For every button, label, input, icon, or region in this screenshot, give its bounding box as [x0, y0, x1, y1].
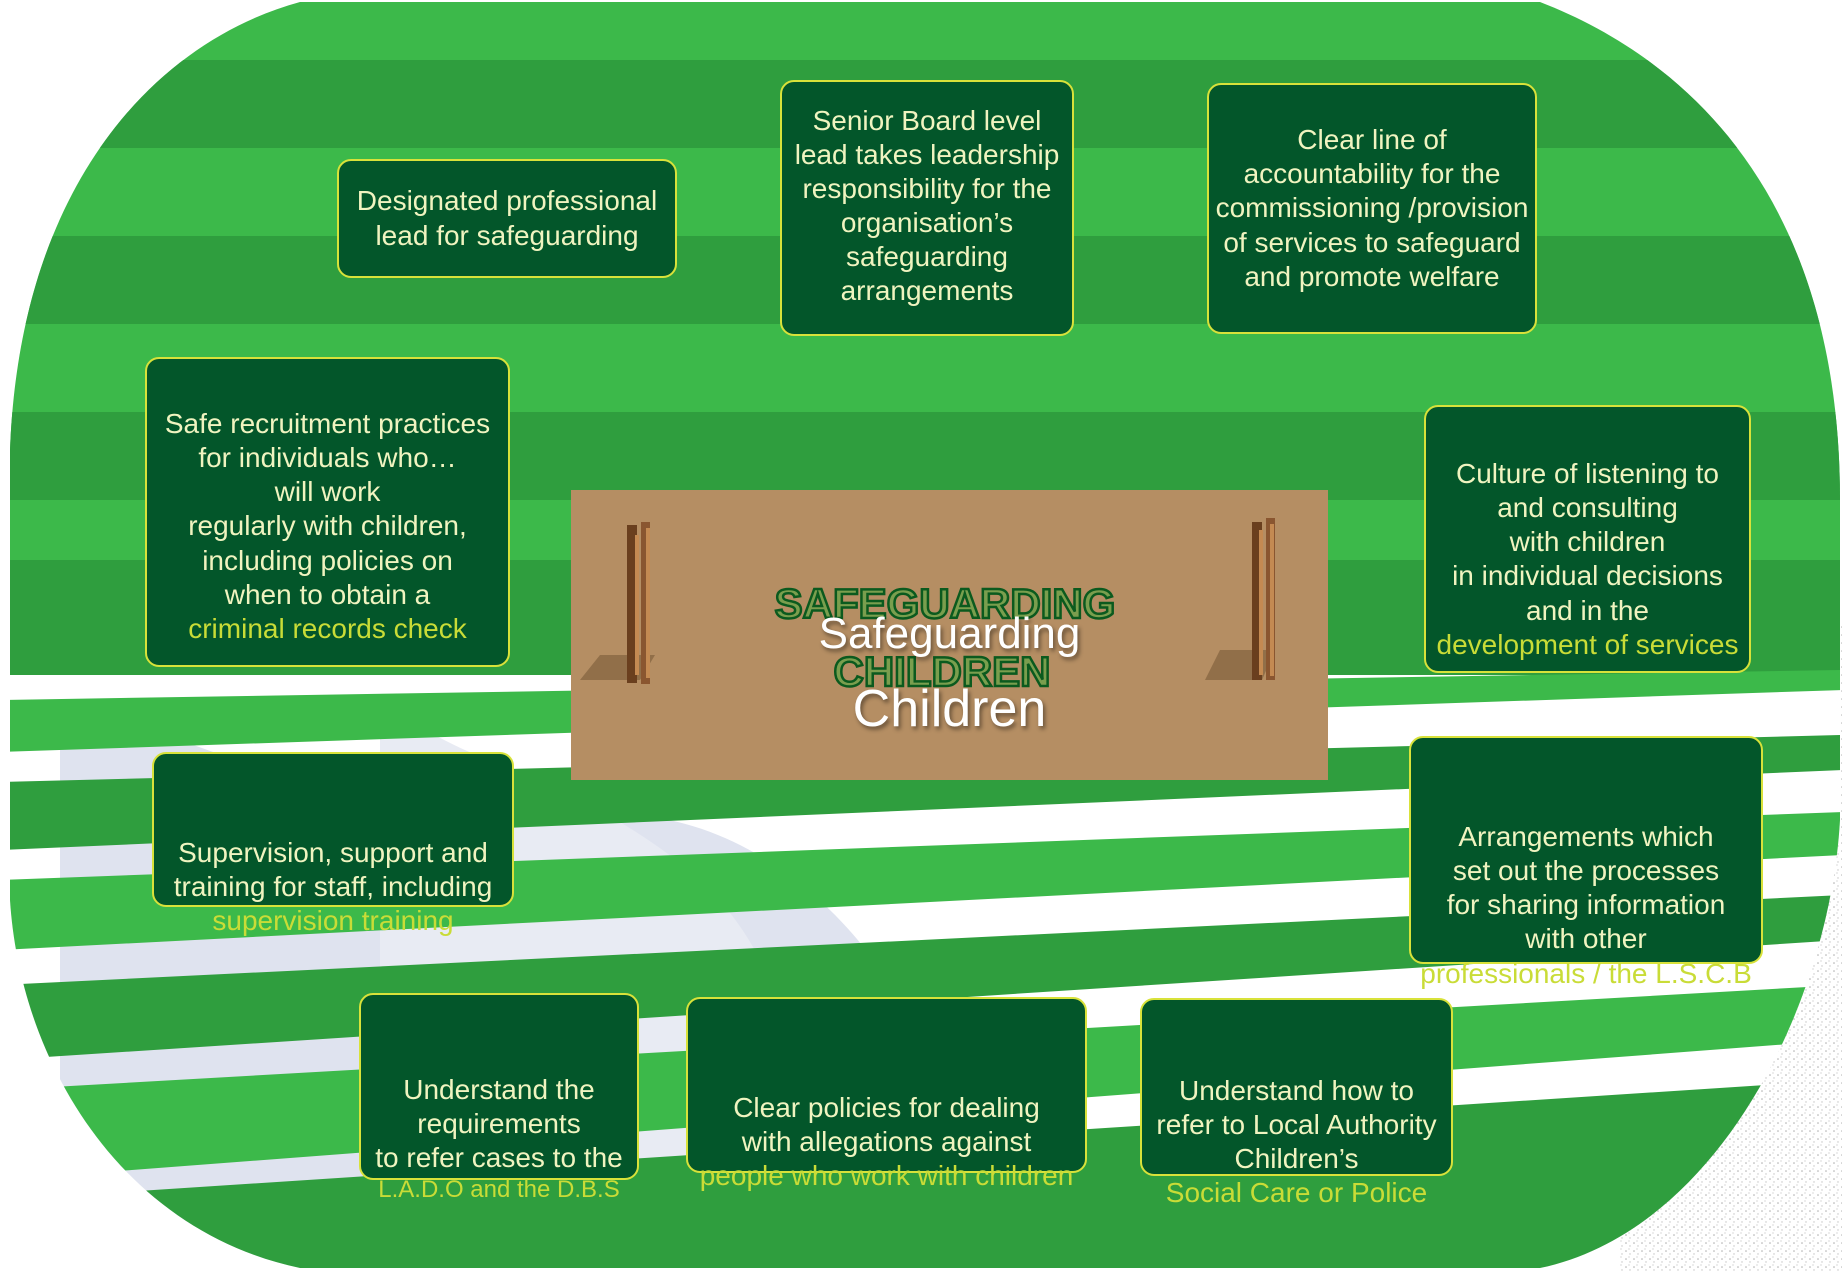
box-text-line: Understand the — [403, 1074, 595, 1105]
box-text-line: requirements — [417, 1108, 581, 1140]
box-text-line: set out the processes — [1452, 855, 1720, 887]
box-text-line: safeguarding — [846, 241, 1008, 273]
box-text-line: Designated professional — [356, 185, 658, 217]
box-safe-recruitment: Safe recruitment practices for individua… — [145, 357, 510, 667]
center-panel — [571, 490, 1328, 780]
box-text-line: Children’s — [1234, 1143, 1359, 1175]
box-accountability: Clear line of accountability for the com… — [1207, 83, 1537, 334]
box-text-line: Social Care or Police — [1165, 1177, 1428, 1209]
box-text-line: refer to Local Authority — [1156, 1109, 1437, 1141]
box-allegations: Clear policies for dealing with allegati… — [686, 997, 1087, 1191]
box-text-line: Clear line of — [1297, 124, 1447, 156]
box-text-line: of services to safeguard — [1223, 226, 1521, 258]
box-designated-lead: Designated professional lead for safegua… — [337, 159, 677, 278]
box-text-line: responsibility for the — [802, 172, 1052, 204]
box-text-line: will work — [274, 476, 381, 508]
box-text-line: Culture of listening to — [1455, 458, 1720, 489]
box-text-line: with allegations against — [741, 1126, 1032, 1158]
box-text-line: Clear policies for dealing — [733, 1092, 1040, 1123]
box-supervision: Supervision, support and training for st… — [152, 752, 514, 936]
box-text-line: people who work with children — [699, 1160, 1074, 1192]
box-text-line: criminal records check — [188, 612, 467, 644]
box-refer-la: Understand how to refer to Local Authori… — [1140, 998, 1453, 1208]
box-text-line: in individual decisions — [1452, 560, 1723, 592]
box-text-line: supervision training — [212, 905, 454, 937]
box-text-line: regularly with children, — [188, 510, 467, 542]
box-text-line: professionals / the L.S.C.B — [1420, 957, 1752, 989]
box-text-line: arrangements — [840, 275, 1014, 307]
box-text-line: organisation’s — [840, 207, 1014, 238]
box-text-line: accountability for the — [1243, 158, 1501, 190]
center-title-line1: Safeguarding — [818, 609, 1081, 658]
box-text-line: with children — [1509, 526, 1666, 558]
art-word-children: CHILDREN — [834, 648, 1051, 695]
box-text-line: lead for safeguarding — [375, 219, 639, 251]
box-text-line: Supervision, support and — [178, 837, 488, 868]
box-text-line: for individuals who… — [198, 442, 457, 474]
box-senior-board: Senior Board level lead takes leadership… — [780, 80, 1074, 336]
box-text-line: with other — [1525, 923, 1647, 955]
box-text-line: training for staff, including — [173, 871, 493, 903]
box-culture-listening: Culture of listening to and consulting w… — [1424, 405, 1751, 673]
center-title-line2: Children — [852, 680, 1047, 738]
box-text-line: lead takes leadership — [794, 138, 1060, 170]
box-lado: Understand the requirements to refer cas… — [359, 993, 639, 1203]
box-text-line: and in the — [1526, 594, 1649, 626]
box-text-line: commissioning /provision — [1215, 192, 1529, 224]
gate-right-icon — [1205, 518, 1275, 680]
box-text-line: including policies on — [202, 544, 453, 576]
box-text-line: Safe recruitment practices — [164, 408, 491, 439]
box-text-line: L.A.D.O and the D.B.S — [378, 1176, 620, 1204]
box-text-line: and consulting — [1497, 492, 1678, 524]
gate-left-icon — [580, 522, 655, 684]
box-text-line: Understand how to — [1178, 1075, 1415, 1106]
box-text-line: development of services — [1436, 628, 1739, 660]
art-word-safeguarding: SAFEGUARDING — [775, 580, 1116, 627]
box-text-line: and promote welfare — [1244, 260, 1500, 292]
box-text-line: for sharing information — [1446, 889, 1726, 921]
box-text-line: Senior Board level — [812, 104, 1042, 136]
box-text-line: when to obtain a — [224, 578, 431, 610]
box-info-sharing: Arrangements which set out the processes… — [1409, 736, 1763, 989]
box-text-line: Arrangements which — [1458, 821, 1714, 852]
box-text-line: to refer cases to the — [375, 1142, 623, 1174]
